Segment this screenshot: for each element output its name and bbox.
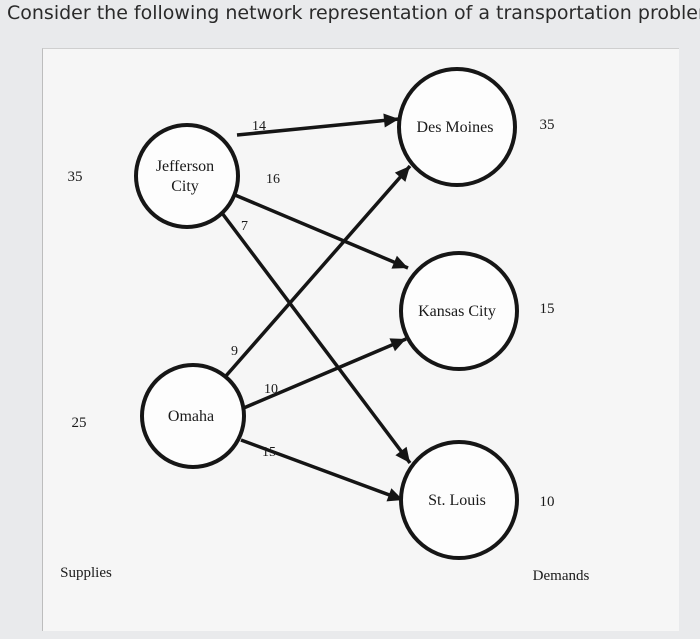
edge-cost-omaha-stlouis: 15 (262, 445, 276, 460)
edge-omaha-stlouis (240, 438, 404, 502)
edge-cost-jefferson-desmoines: 14 (252, 119, 266, 134)
node-circle (399, 440, 519, 560)
arrowhead-icon (391, 255, 408, 269)
node-kansas: Kansas City (399, 251, 519, 371)
edge-costs: 14 16 7 9 10 15 (231, 119, 280, 460)
node-label: Kansas City (418, 303, 496, 320)
edge-jefferson-stlouis (220, 211, 412, 465)
edge-cost-omaha-desmoines: 9 (231, 344, 238, 359)
edge-jefferson-kansas (234, 193, 409, 270)
node-omaha: Omaha (140, 363, 246, 469)
arrowhead-icon (394, 166, 410, 182)
edge-omaha-kansas (238, 337, 407, 412)
edge-cost-omaha-kansas: 10 (264, 382, 278, 397)
node-label: Omaha (168, 408, 214, 425)
arrowhead-icon (395, 446, 410, 463)
arrowhead-icon (383, 113, 399, 128)
edges (220, 113, 412, 502)
arrowhead-icon (389, 338, 406, 352)
demand-kansas: 15 (540, 301, 555, 317)
node-label: Jefferson (156, 158, 214, 175)
question-text: Consider the following network represent… (7, 2, 700, 24)
arrowhead-icon (386, 488, 403, 502)
edge-cost-jefferson-kansas: 16 (266, 172, 280, 187)
supply-omaha: 25 (72, 415, 87, 431)
node-circle (134, 123, 240, 229)
node-circle (397, 67, 517, 187)
demands-label: Demands (533, 568, 590, 584)
edge-omaha-desmoines (223, 164, 412, 379)
node-label: St. Louis (428, 492, 486, 509)
edge-jefferson-desmoines (236, 117, 400, 137)
node-circle (140, 363, 246, 469)
node-desmoines: Des Moines (397, 67, 517, 187)
supply-jefferson: 35 (68, 169, 83, 185)
node-stlouis: St. Louis (399, 440, 519, 560)
supplies-label: Supplies (60, 565, 112, 581)
node-label: City (171, 178, 199, 195)
edge-cost-jefferson-stlouis: 7 (241, 219, 248, 234)
demand-stlouis: 10 (540, 494, 555, 510)
node-label: Des Moines (417, 119, 494, 136)
demand-desmoines: 35 (540, 117, 555, 133)
node-circle (399, 251, 519, 371)
